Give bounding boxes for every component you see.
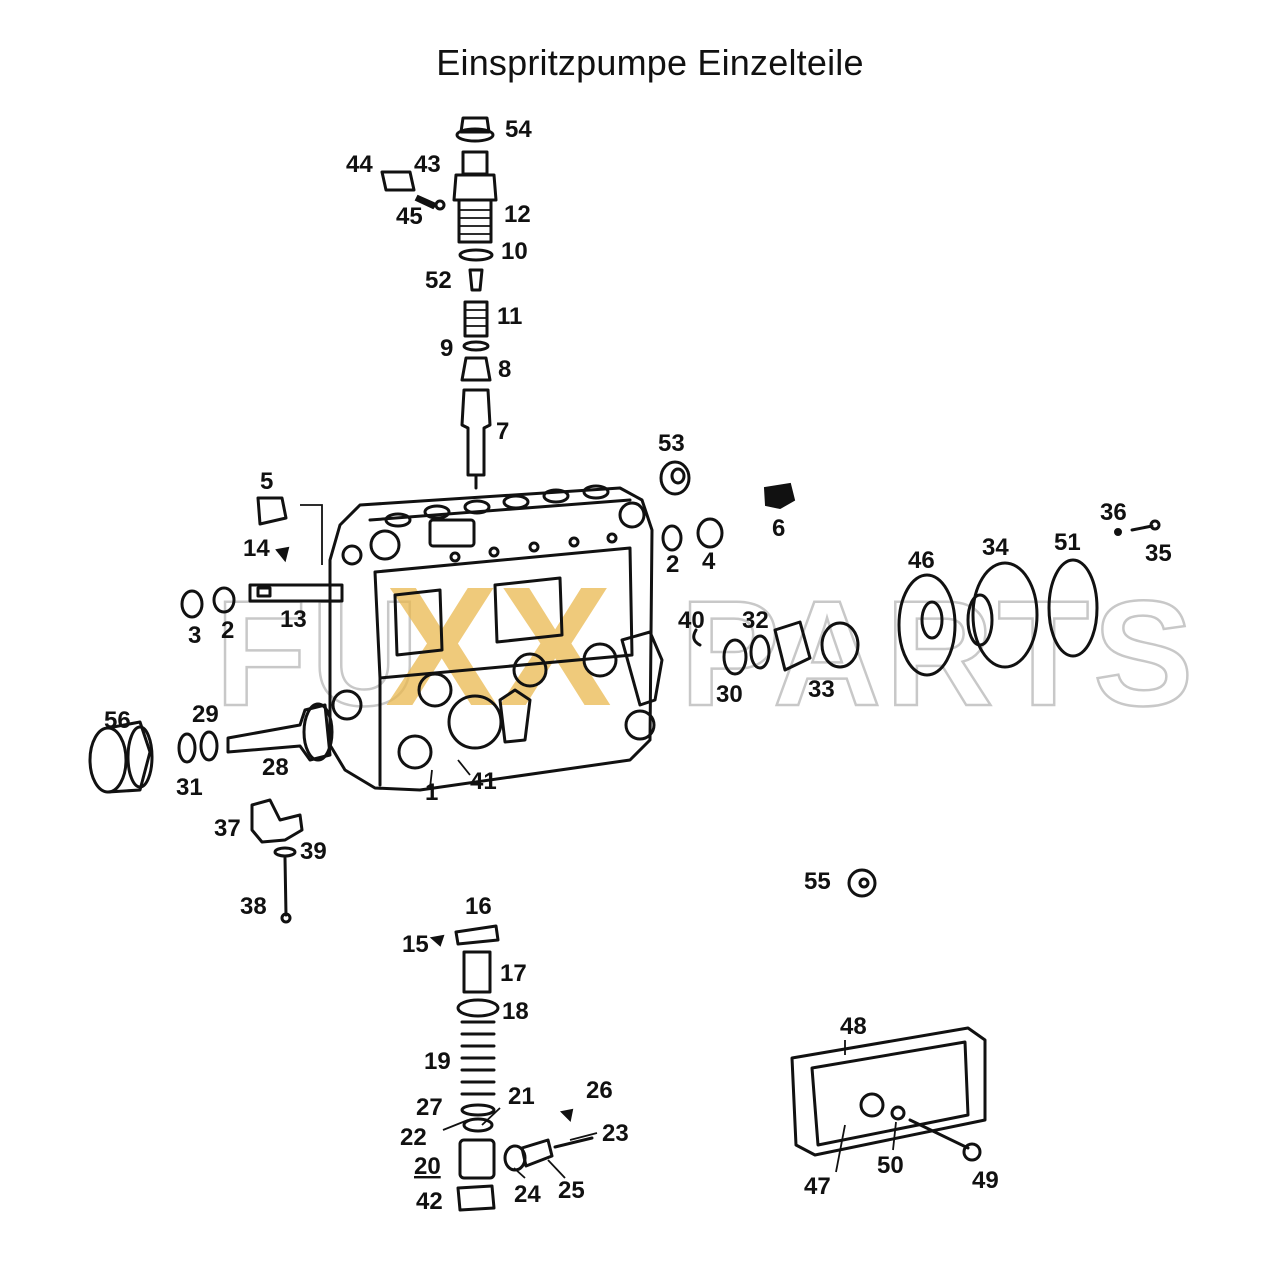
- part-label-17: 17: [500, 960, 527, 987]
- part-label-3: 3: [188, 622, 201, 649]
- part-label-36: 36: [1100, 499, 1127, 526]
- part-label-4: 4: [702, 548, 716, 575]
- part-label-12: 12: [504, 201, 531, 228]
- part-label-11: 11: [497, 303, 522, 330]
- part-label-33: 33: [808, 676, 835, 703]
- part-label-25: 25: [558, 1177, 585, 1204]
- part-label-18: 18: [502, 998, 529, 1025]
- part-label-22: 22: [400, 1124, 427, 1151]
- part-label-14: 14: [243, 535, 270, 562]
- part-labels: 54 44 43 45 12 10 52 11 9 8 7 53 5 6 36 …: [104, 116, 1172, 1215]
- part-label-56: 56: [104, 707, 131, 734]
- part-label-50: 50: [877, 1152, 904, 1179]
- part-label-32: 32: [742, 607, 769, 634]
- part-label-45: 45: [396, 203, 423, 230]
- cover-plate-group: [790, 1026, 987, 1162]
- part-label-34: 34: [982, 534, 1009, 561]
- part-label-38: 38: [240, 893, 267, 920]
- delivery-valve-holder-group: [380, 116, 498, 490]
- watermark-left: FU: [215, 569, 423, 737]
- part-label-54: 54: [505, 116, 532, 143]
- part-label-48: 48: [840, 1013, 867, 1040]
- page-title: Einspritzpumpe Einzelteile: [436, 42, 864, 83]
- part-label-53: 53: [658, 430, 685, 457]
- part-label-7: 7: [496, 418, 509, 445]
- part-label-24: 24: [514, 1181, 541, 1208]
- part-label-31: 31: [176, 774, 203, 801]
- part-label-43: 43: [414, 151, 441, 178]
- watermark-right: PARTS: [680, 569, 1197, 737]
- part-label-19: 19: [424, 1048, 451, 1075]
- part-label-51: 51: [1054, 529, 1081, 556]
- part-label-40: 40: [678, 607, 705, 634]
- part-label-28: 28: [262, 754, 289, 781]
- watermark: FU XX PARTS: [214, 552, 1197, 742]
- part-label-5: 5: [260, 468, 273, 495]
- part-label-37: 37: [214, 815, 241, 842]
- part-label-10: 10: [501, 238, 528, 265]
- part-label-20: 20: [414, 1153, 441, 1180]
- part-label-2-right: 2: [666, 551, 679, 578]
- part-label-16: 16: [465, 893, 492, 920]
- part-label-44: 44: [346, 151, 373, 178]
- part-label-39: 39: [300, 838, 327, 865]
- part-label-47: 47: [804, 1173, 831, 1200]
- part-label-23: 23: [602, 1120, 629, 1147]
- part-label-42: 42: [416, 1188, 443, 1215]
- part-label-35: 35: [1145, 540, 1172, 567]
- part-label-26: 26: [586, 1077, 613, 1104]
- part-label-13: 13: [280, 606, 307, 633]
- right-side-parts: [659, 460, 1161, 898]
- part-label-21: 21: [508, 1083, 535, 1110]
- part-label-1: 1: [425, 779, 438, 806]
- pump-housing: [328, 484, 664, 792]
- part-label-15: 15: [402, 931, 429, 958]
- part-label-30: 30: [716, 681, 743, 708]
- part-label-52: 52: [425, 267, 452, 294]
- part-label-41: 41: [470, 768, 497, 795]
- part-label-27: 27: [416, 1094, 443, 1121]
- part-label-55: 55: [804, 868, 831, 895]
- part-label-2-left: 2: [221, 617, 234, 644]
- part-label-8: 8: [498, 356, 511, 383]
- part-label-9: 9: [440, 335, 453, 362]
- part-label-46: 46: [908, 547, 935, 574]
- leader-lines: [429, 759, 897, 1179]
- part-label-29: 29: [192, 701, 219, 728]
- left-side-parts: [88, 496, 344, 924]
- part-label-49: 49: [972, 1167, 999, 1194]
- part-label-6: 6: [772, 515, 785, 542]
